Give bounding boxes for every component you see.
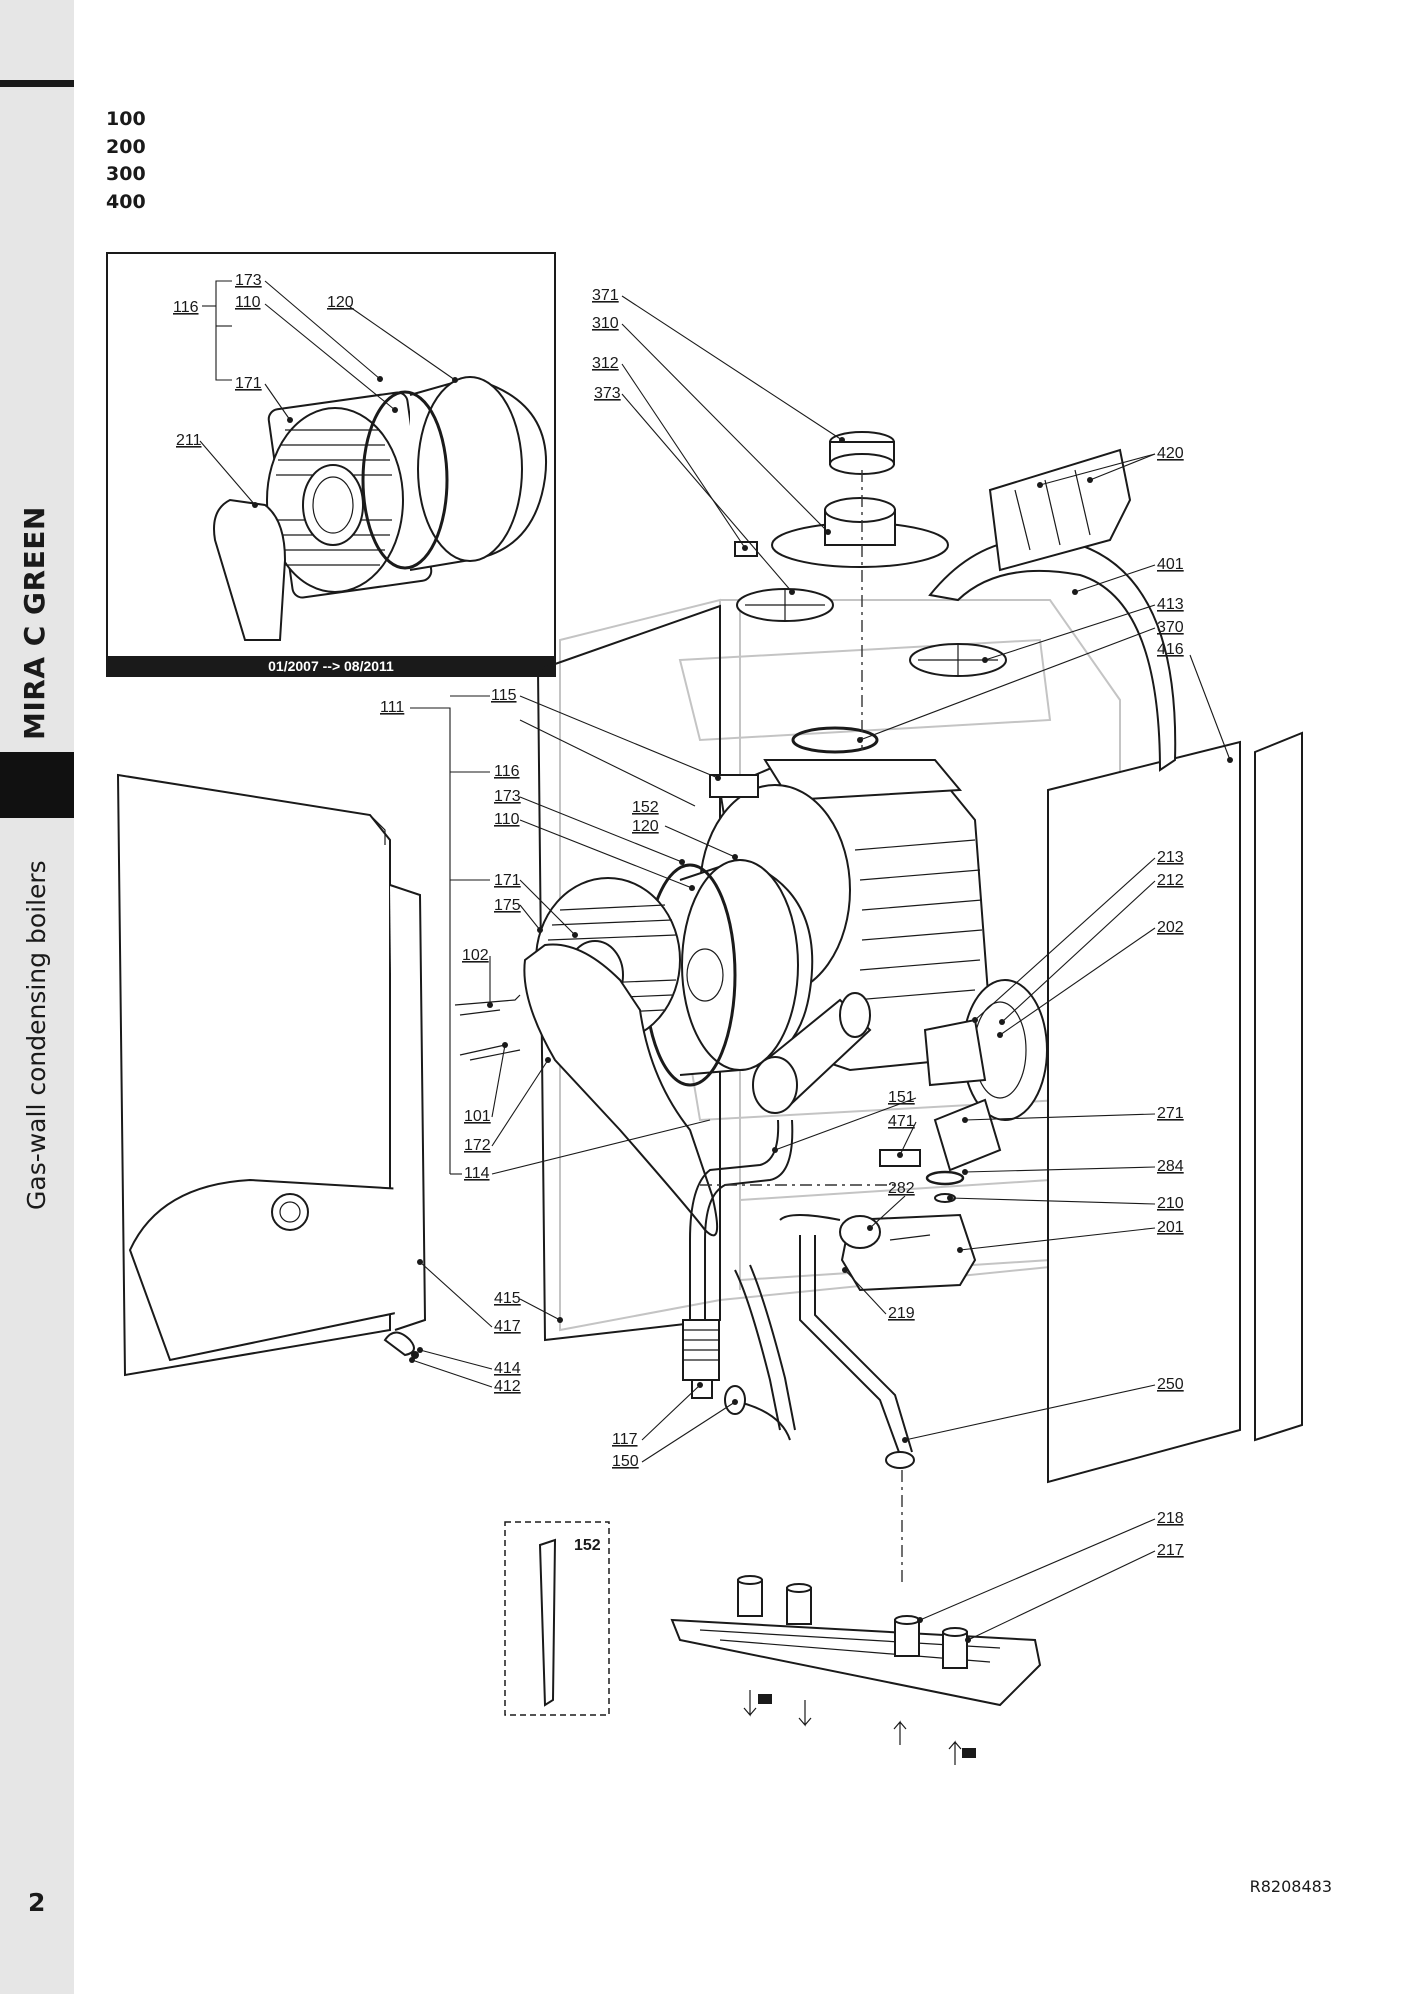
callout-label: 401 <box>1157 556 1184 573</box>
front-cover <box>116 773 422 1377</box>
callout-label: 282 <box>888 1180 915 1197</box>
connection-symbols <box>743 1690 976 1765</box>
front-seal-frame <box>389 884 427 1331</box>
callout-label: 110 <box>235 294 261 311</box>
callout-label: 173 <box>494 788 521 805</box>
connection-plate <box>670 1575 1042 1707</box>
callout-label: 114 <box>464 1165 490 1182</box>
callout-label: 415 <box>494 1290 521 1307</box>
sidebar <box>0 0 74 1994</box>
side-panel-right <box>1047 731 1303 1484</box>
gas-valve <box>839 1213 977 1292</box>
inset-burner-drum <box>361 376 547 571</box>
callout-label: 150 <box>612 1453 639 1470</box>
callout-label: 284 <box>1157 1158 1184 1175</box>
model-number: 300 <box>106 163 146 185</box>
model-number: 200 <box>106 135 146 158</box>
inset-burner-plate <box>266 391 433 599</box>
callout-label: 414 <box>494 1360 521 1377</box>
callout-label: 171 <box>235 375 262 392</box>
callout-label: 115 <box>491 687 517 704</box>
hinge-clip <box>383 1331 419 1359</box>
callout-label: 471 <box>888 1113 915 1130</box>
callout-label: 116 <box>173 299 199 316</box>
callout-label: 211 <box>176 432 202 449</box>
callout-label: 212 <box>1157 872 1184 889</box>
electrodes <box>454 994 521 1061</box>
flue-adapter-assembly <box>734 431 1007 754</box>
inset-leader-lines <box>199 280 458 508</box>
sidebar-section-marker <box>0 752 74 818</box>
callout-label: 151 <box>888 1089 915 1106</box>
callout-label: 416 <box>1157 641 1184 658</box>
document-reference: R8208483 <box>1249 1877 1332 1896</box>
callout-label: 152 <box>632 799 659 816</box>
callout-label: 371 <box>592 287 619 304</box>
sidebar-top-rule <box>0 80 74 87</box>
callout-label: 116 <box>494 763 520 780</box>
pipework <box>689 1119 915 1469</box>
model-list: 100 200 300 400 <box>106 106 146 216</box>
inset-air-duct <box>213 498 287 641</box>
model-number: 400 <box>106 190 146 213</box>
callout-label: 218 <box>1157 1510 1184 1527</box>
callout-label: 413 <box>1157 596 1184 613</box>
detail-callout: 152 <box>574 1537 601 1554</box>
callout-label: 217 <box>1157 1542 1184 1559</box>
callout-label: 219 <box>888 1305 915 1322</box>
callout-label: 202 <box>1157 919 1184 936</box>
callout-label: 210 <box>1157 1195 1184 1212</box>
callout-labels: 371 310 312 373 420 401 413 370 416 111 … <box>380 287 1184 1559</box>
detail-box-152: 152 <box>504 1521 610 1716</box>
callout-label: 412 <box>494 1378 521 1395</box>
inset-panel: 01/2007 --> 08/2011 173 116 110 <box>106 252 556 677</box>
callout-label: 101 <box>464 1108 491 1125</box>
callout-label: 417 <box>494 1318 521 1335</box>
callout-label: 172 <box>464 1137 491 1154</box>
pump-assembly <box>923 979 1048 1203</box>
callout-label: 312 <box>592 355 619 372</box>
callout-label: 102 <box>462 947 489 964</box>
leader-lines <box>409 295 1233 1643</box>
callout-label: 310 <box>592 315 619 332</box>
callout-label: 120 <box>327 294 354 311</box>
condensate-hose <box>682 1319 720 1399</box>
callout-label: 171 <box>494 872 521 889</box>
callout-label: 213 <box>1157 849 1184 866</box>
mounting-bracket-420 <box>988 448 1132 572</box>
page-number: 2 <box>28 1888 46 1917</box>
siphon <box>752 992 872 1114</box>
callout-label: 250 <box>1157 1376 1184 1393</box>
callout-label: 271 <box>1157 1105 1184 1122</box>
model-number: 100 <box>106 108 146 130</box>
callout-label: 173 <box>235 272 262 289</box>
callout-label: 120 <box>632 818 659 835</box>
inset-period-label: 01/2007 --> 08/2011 <box>268 658 394 674</box>
callout-label: 111 <box>380 699 404 716</box>
fan-air-duct <box>523 943 719 1237</box>
callout-label: 110 <box>494 811 520 828</box>
callout-label: 117 <box>612 1431 638 1448</box>
callout-label: 370 <box>1157 619 1184 636</box>
burner-drum <box>643 858 814 1087</box>
callout-label: 420 <box>1157 445 1184 462</box>
callout-label: 201 <box>1157 1219 1184 1236</box>
callout-label: 373 <box>594 385 621 402</box>
callout-label: 175 <box>494 897 521 914</box>
